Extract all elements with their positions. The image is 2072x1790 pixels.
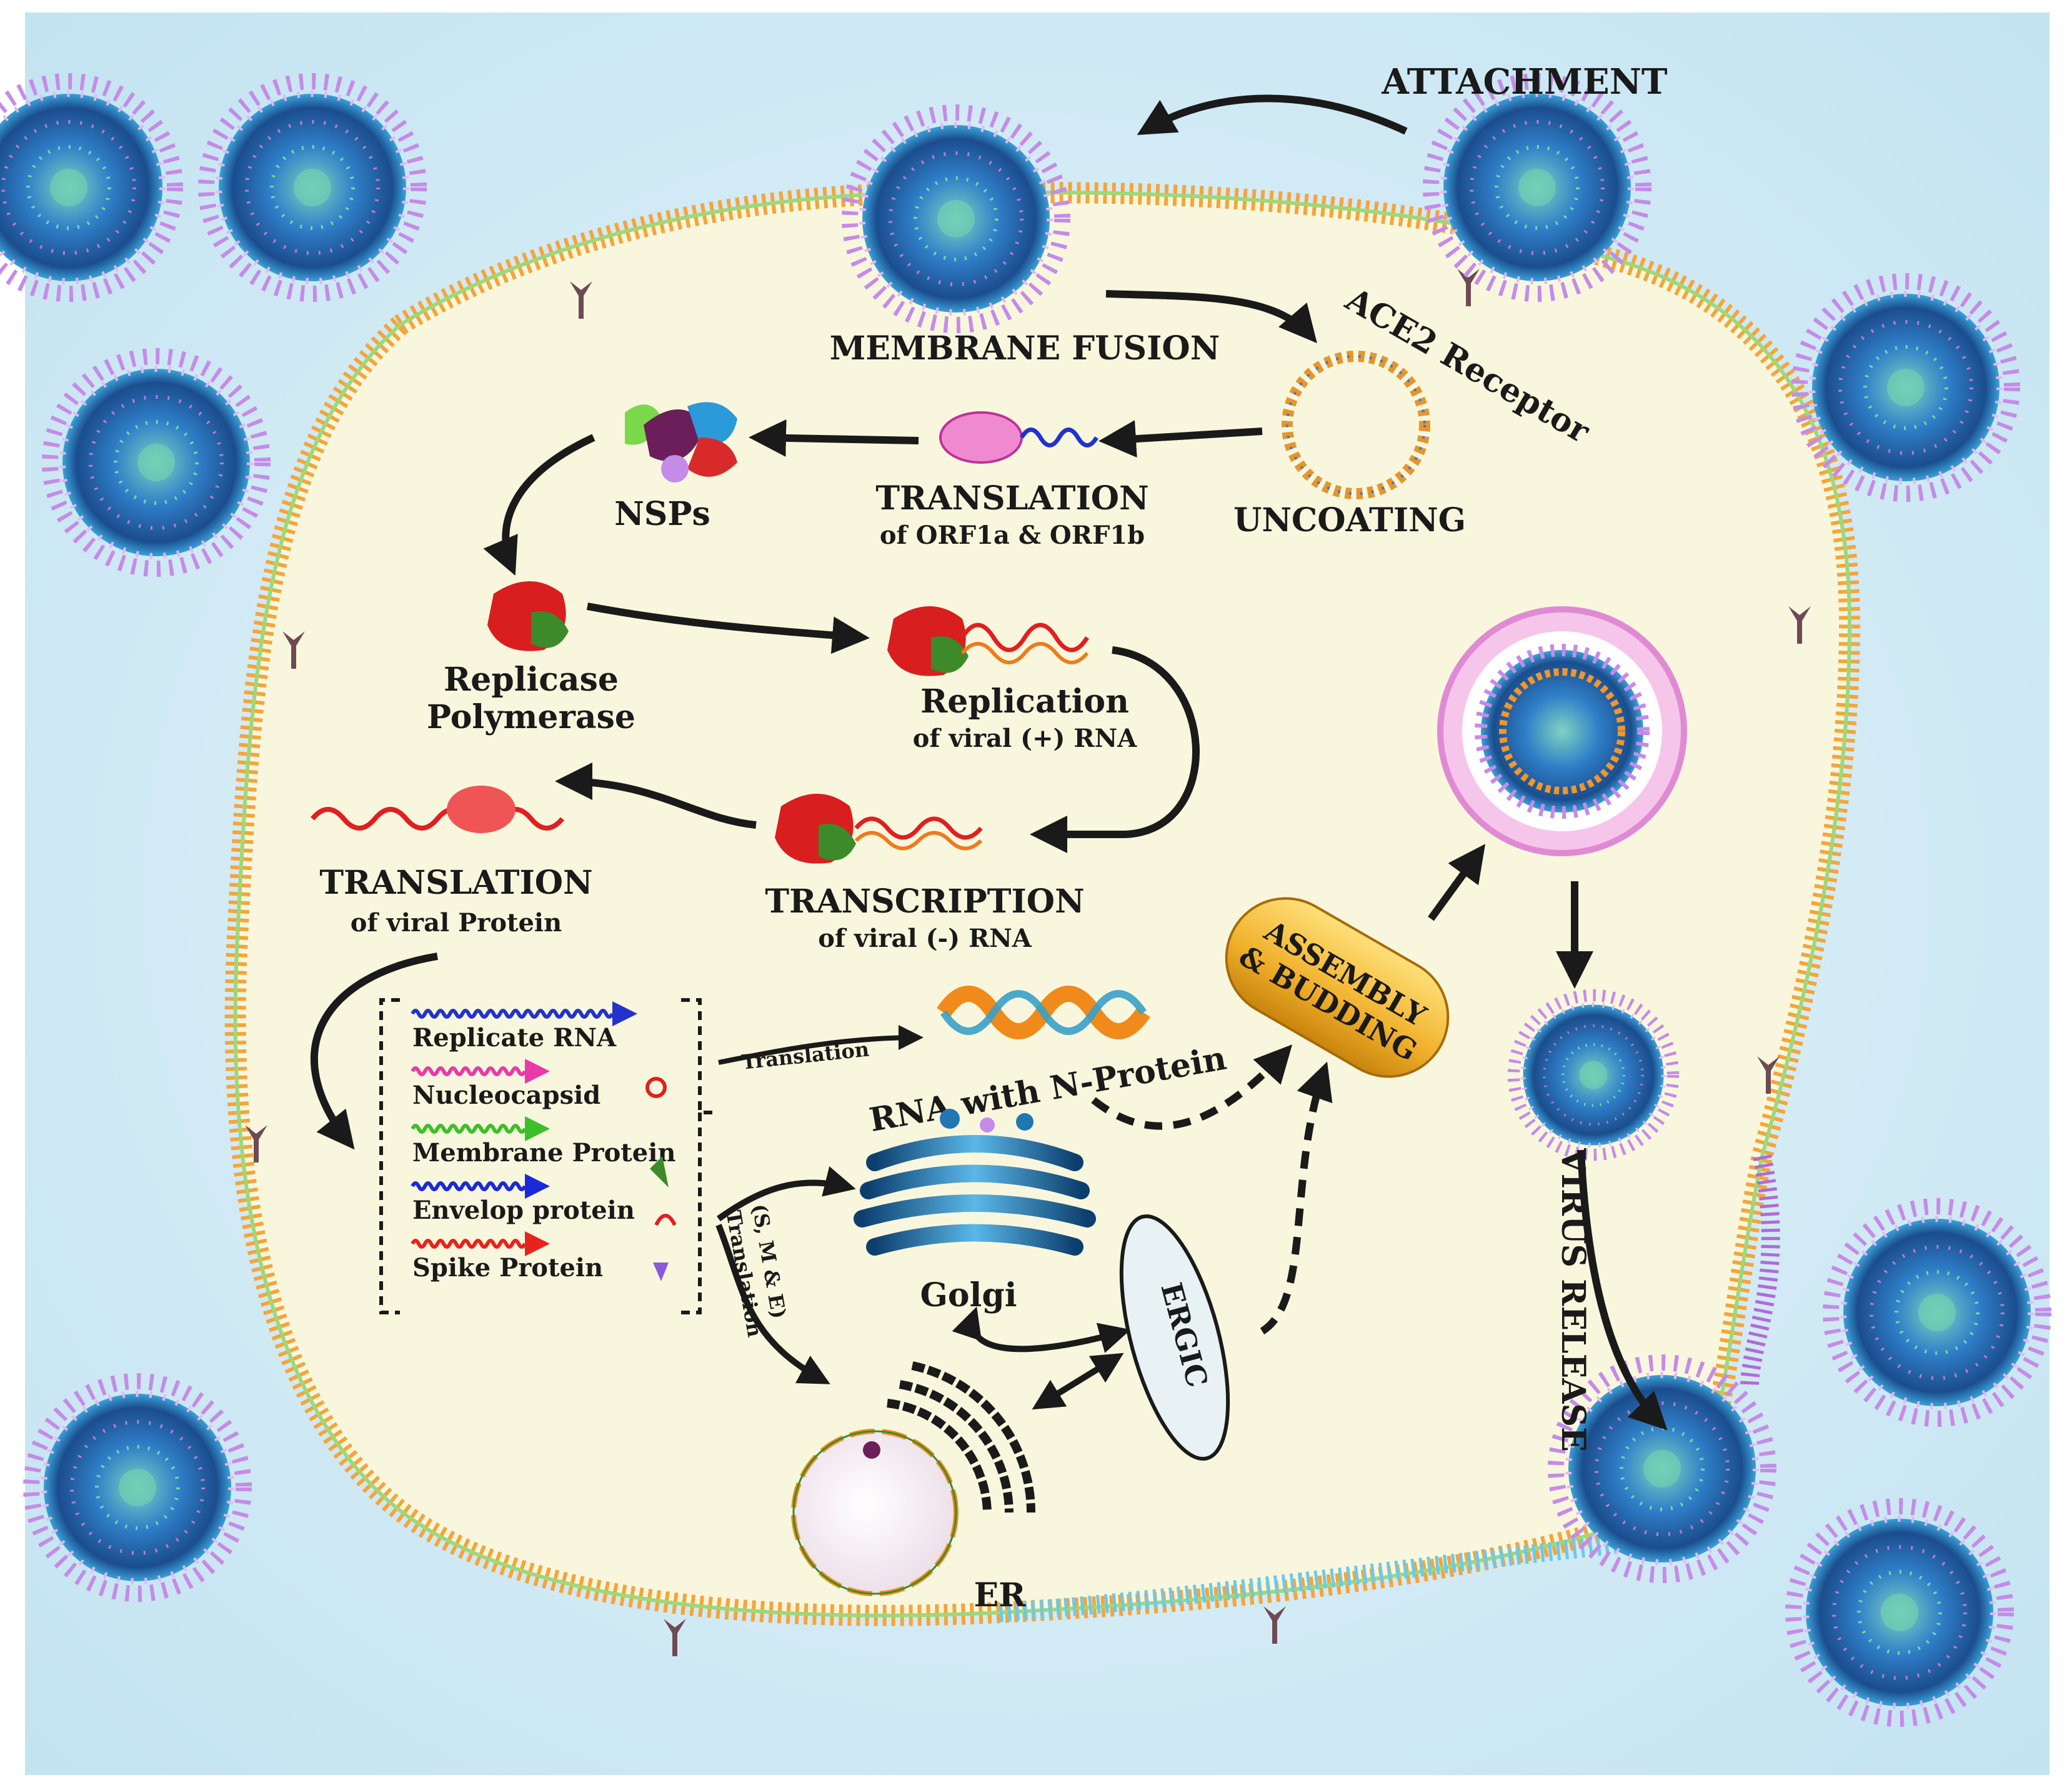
membrane-fusion-label: MEMBRANE FUSION bbox=[830, 329, 1220, 368]
membrane-bud-tail bbox=[1740, 1154, 1780, 1388]
replication-title: Replication bbox=[920, 682, 1129, 721]
transcription-subtitle: of viral (-) RNA bbox=[818, 924, 1032, 953]
transcription-complex-icon bbox=[775, 794, 983, 864]
protein-list-item: Spike Protein bbox=[412, 1253, 603, 1282]
transcription-title: TRANSCRIPTION bbox=[765, 882, 1084, 921]
attachment-arrow bbox=[1137, 94, 1408, 136]
protein-arrowhead-3 bbox=[525, 1174, 550, 1199]
nsps-protein-icon bbox=[625, 402, 737, 482]
proteins-to-er-arrow bbox=[715, 1224, 830, 1384]
nsps-label: NSPs bbox=[614, 495, 710, 533]
protein-arrow-3 bbox=[411, 1181, 527, 1191]
nucleocapsid-small-icon bbox=[645, 1077, 667, 1098]
golgi-apparatus-icon bbox=[854, 1109, 1096, 1256]
er-ergic-arrow bbox=[1032, 1352, 1124, 1410]
translation-protein-subtitle: of viral Protein bbox=[351, 908, 562, 938]
replication-complex-icon bbox=[887, 606, 1089, 676]
replication-subtitle: of viral (+) RNA bbox=[913, 724, 1137, 753]
translation-orf-title: TRANSLATION bbox=[875, 479, 1148, 518]
ace2-receptor-icons bbox=[245, 269, 1811, 1656]
assembly-budding-capsule: ASSEMBLY & BUDDING bbox=[1225, 897, 1450, 1078]
replicase-to-replication-arrow bbox=[586, 602, 870, 654]
envelope-protein-small-icon bbox=[654, 1214, 677, 1226]
mrna-icon bbox=[1019, 428, 1099, 448]
protein-list-item: Envelop protein bbox=[412, 1196, 635, 1225]
replicase-icon bbox=[487, 581, 569, 651]
protein-arrowhead-0 bbox=[612, 1001, 637, 1026]
protein-list-right-bracket bbox=[681, 998, 719, 1314]
protein-list-item: Replicate RNA bbox=[412, 1023, 617, 1052]
rna-n-protein-icon bbox=[937, 986, 1150, 1039]
translation-to-nsps-arrow bbox=[749, 419, 919, 457]
spike-protein-small-icon bbox=[653, 1262, 669, 1281]
rna-n-to-assembly-arrow bbox=[1091, 1044, 1293, 1130]
translation-to-proteins-arrow bbox=[311, 952, 438, 1150]
uncoating-to-translation-arrow bbox=[1098, 420, 1263, 458]
ribosome-icon bbox=[939, 411, 1023, 464]
fusion-to-uncoating-arrow bbox=[1105, 290, 1317, 344]
viral-protein-mrna-icon bbox=[310, 786, 565, 833]
mature-virion-label: Mature virion formation bbox=[0, 0, 18, 8]
protein-arrow-1 bbox=[411, 1066, 527, 1076]
attachment-label: ATTACHMENT bbox=[1381, 61, 1667, 102]
ergic-organelle: ERGIC bbox=[1119, 1214, 1230, 1461]
mature-virion-vesicle bbox=[1437, 606, 1687, 856]
replication-to-transcription-arrow bbox=[1030, 646, 1200, 853]
translation-to-rna-n-arrow bbox=[718, 1025, 924, 1065]
protein-arrowhead-2 bbox=[525, 1116, 550, 1141]
er-nucleus-icon bbox=[791, 1361, 1036, 1596]
er-label: ER bbox=[974, 1576, 1027, 1614]
nsps-to-replicase-arrow bbox=[483, 434, 595, 576]
replicase-label-line2: Polymerase bbox=[427, 698, 635, 736]
protein-arrow-0 bbox=[411, 1009, 614, 1019]
protein-arrow-2 bbox=[411, 1124, 527, 1134]
translation-orf-subtitle: of ORF1a & ORF1b bbox=[880, 521, 1145, 550]
golgi-label: Golgi bbox=[920, 1276, 1017, 1314]
membrane-protein-small-icon bbox=[650, 1156, 669, 1188]
proteins-to-golgi-arrow bbox=[717, 1166, 856, 1222]
assembly-to-mature-arrow bbox=[1428, 844, 1486, 921]
virus-release-arrow bbox=[1577, 1149, 1668, 1431]
protein-arrowhead-4 bbox=[525, 1231, 550, 1256]
virus-release-label: VIRUS RELEASE bbox=[1554, 1148, 1592, 1451]
protein-list-item: Nucleocapsid bbox=[412, 1081, 600, 1110]
translation-protein-title: TRANSLATION bbox=[319, 864, 592, 902]
replicase-label-line1: Replicase bbox=[444, 661, 619, 699]
golgi-ergic-arrow bbox=[952, 1306, 1131, 1353]
host-cell bbox=[235, 192, 1850, 1616]
transcription-to-translation-arrow bbox=[555, 762, 757, 829]
protein-arrow-4 bbox=[411, 1239, 527, 1249]
protein-list-item: Membrane Protein bbox=[412, 1138, 676, 1168]
protein-arrowhead-1 bbox=[525, 1059, 550, 1084]
uncoating-label: UNCOATING bbox=[1233, 501, 1466, 539]
